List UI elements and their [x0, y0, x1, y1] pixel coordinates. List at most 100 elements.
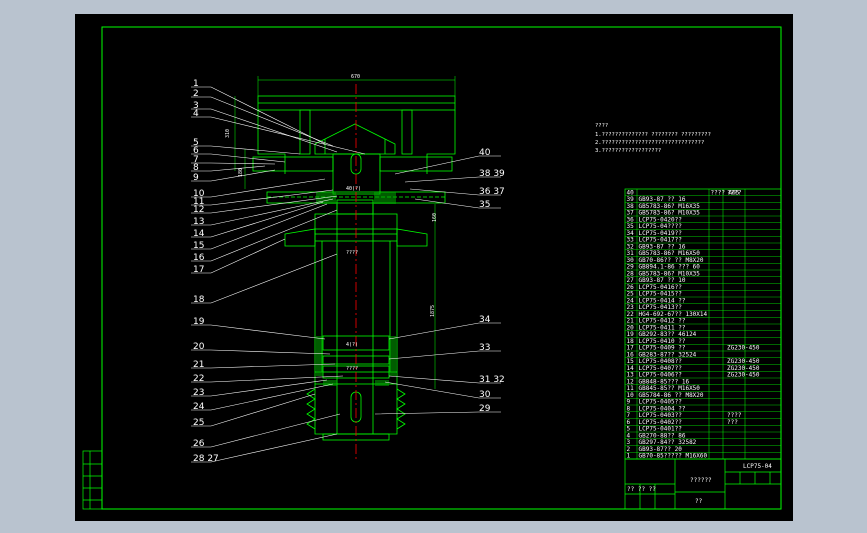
part-label: 2: [193, 89, 199, 99]
drawing-number: LCP75-04: [743, 463, 772, 470]
dim-1875: 1875: [430, 305, 436, 317]
bom-cell: 39: [627, 196, 635, 203]
bom-cell: ???: [727, 419, 738, 426]
cad-drawing: 670 310 180 160 1875 40(?) ???? 4(?) ???…: [82, 26, 782, 510]
bom-cell: 4: [627, 432, 631, 439]
hatch-regions: [316, 192, 396, 386]
bom-cell: LCP75-0412 ??: [639, 318, 686, 325]
bom-cell: GB5784-86 ?? M8X20: [639, 392, 704, 399]
bom-cell: ???? A05: [711, 189, 740, 196]
bom-cell: GB93-87 ?? 10: [639, 277, 686, 284]
part-label: 3: [193, 101, 199, 111]
part-label: 18: [193, 295, 205, 305]
part-label: 17: [193, 265, 204, 275]
bom-cell: LCP75-0414 ??: [639, 297, 686, 304]
bom-cell: LCP75-0410 ??: [639, 338, 686, 345]
bom-cell: 35: [627, 223, 635, 230]
dimension-lines: [234, 76, 456, 389]
bom-cell: LCP75-0411 ??: [639, 324, 686, 331]
bom-cell: ZG230-450: [727, 365, 760, 372]
part-label: 19: [193, 317, 205, 327]
note-line: 1.?????????????? ???????? ?????????: [595, 132, 711, 138]
left-strip: [82, 450, 103, 510]
bom-cell: 19: [627, 331, 635, 338]
bom-cell: 30: [627, 257, 635, 264]
bom-cell: ZG230-450: [727, 372, 760, 379]
bom-cell: 2: [627, 446, 631, 453]
part-label: 22: [193, 374, 204, 384]
bom-cell: 11: [627, 385, 635, 392]
bom-cell: 8: [627, 405, 631, 412]
bom-cell: 23: [627, 304, 635, 311]
bom-cell: GB894.1-86 ??? 60: [639, 264, 701, 271]
part-label: 30: [479, 390, 491, 400]
part-label: 16: [193, 253, 205, 263]
part-label: 38 39: [479, 169, 505, 179]
bom-cell: LCP75-0419??: [639, 230, 683, 237]
part-label: 11: [193, 197, 204, 207]
bom-cell: LCP75-0402??: [639, 419, 683, 426]
part-label: 28 27: [193, 454, 219, 464]
sheet-info: ?? ?? ??: [627, 486, 656, 493]
bom-cell: 36: [627, 216, 635, 223]
bom-cell: ????: [727, 189, 742, 196]
bom-cell: ZG230-450: [727, 358, 760, 365]
part-label: 15: [193, 241, 204, 251]
part-label: 10: [193, 189, 205, 199]
part-label: 7: [193, 155, 199, 165]
bom-cell: 38: [627, 203, 635, 210]
part-label: 25: [193, 418, 204, 428]
bom-cell: GB93-87?? 20: [639, 446, 683, 453]
bom-cell: GB93-87 ?? 16: [639, 196, 686, 203]
bom-cell: 16: [627, 351, 635, 358]
note-line: 3.??????????????????: [595, 148, 661, 154]
bom-cell: GB5783-86? M10X35: [639, 210, 701, 217]
part-label: 24: [193, 402, 205, 412]
bom-cell: 20: [627, 324, 635, 331]
part-label: 23: [193, 388, 204, 398]
bom-cell: GB5783-86? M16X35: [639, 203, 701, 210]
bom-cell: GB297-84?? 32582: [639, 439, 697, 446]
bom-cell: 9: [627, 399, 631, 406]
bom-cell: 6: [627, 419, 631, 426]
bom-cell: GB93-87 ?? 16: [639, 243, 686, 250]
bom-cell: LCP75-0417??: [639, 237, 683, 244]
bom-cell: GB270-88?? 86: [639, 432, 686, 439]
notes-title: ????: [595, 123, 608, 129]
bom-cell: 27: [627, 277, 635, 284]
bom-cell: GB70-85????? M16X60: [639, 453, 708, 460]
bom-cell: GB848-85??? 16: [639, 378, 690, 385]
bom-cell: LCP75-0416??: [639, 284, 683, 291]
bom-cell: 13: [627, 372, 635, 379]
bom-cell: 34: [627, 230, 635, 237]
bom-cell: 12: [627, 378, 635, 385]
bom-cell: 18: [627, 338, 635, 345]
bom-cell: ????: [727, 412, 742, 419]
title-name: ??????: [690, 477, 712, 484]
part-labels-left: 1234567891011121314151617181920212223242…: [193, 79, 219, 464]
part-label: 5: [193, 138, 199, 148]
bom-cell: 15: [627, 358, 635, 365]
bom-cell: LCP75-0407??: [639, 365, 683, 372]
bom-cell: 17: [627, 345, 635, 352]
title-block: [624, 458, 782, 510]
bom-cell: GB845-85?? M16X50: [639, 385, 701, 392]
part-label: 29: [479, 404, 491, 414]
section-mark: ????: [346, 366, 358, 372]
bom-cell: LCP75-0401??: [639, 426, 683, 433]
bom-cell: 32: [627, 243, 635, 250]
bom-cell: 33: [627, 237, 635, 244]
part-label: 6: [193, 146, 199, 156]
part-label: 33: [479, 343, 490, 353]
technical-notes: ???? 1.?????????????? ???????? ?????????…: [595, 123, 711, 154]
bom-cell: 31: [627, 250, 635, 257]
part-label: 31 32: [479, 375, 505, 385]
bom-cell: LCP75-0409 ??: [639, 345, 686, 352]
part-label: 13: [193, 217, 204, 227]
part-label: 1: [193, 79, 199, 89]
part-label: 14: [193, 229, 205, 239]
bom-cell: LCP75-0420??: [639, 216, 683, 223]
bom-cell: LCP75-0413??: [639, 304, 683, 311]
